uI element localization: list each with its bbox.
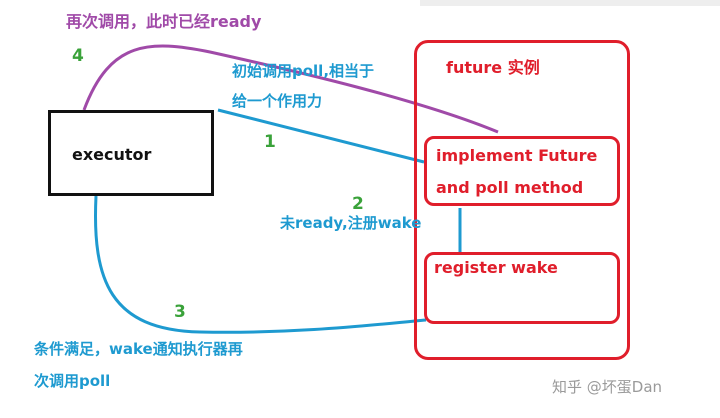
step2-label: 未ready,注册wake — [280, 214, 422, 232]
step1-label-line2: 给一个作用力 — [232, 92, 323, 110]
register-wake-box — [424, 252, 620, 324]
implement-line1-label: implement Future — [436, 146, 598, 165]
step3-label-line2: 次调用poll — [34, 372, 111, 390]
top-strip — [420, 0, 720, 6]
implement-line2-label: and poll method — [436, 178, 584, 197]
step2-number: 2 — [352, 194, 364, 214]
arrow-4-purple-curve — [82, 44, 499, 134]
step3-number: 3 — [174, 302, 186, 322]
step1-label-line1: 初始调用poll,相当于 — [232, 62, 375, 80]
arrow-1-blue-line — [217, 108, 425, 164]
register-wake-label: register wake — [434, 258, 558, 277]
step1-number: 1 — [264, 132, 276, 152]
step4-label: 再次调用，此时已经ready — [66, 12, 262, 31]
future-instance-box — [414, 40, 630, 360]
step4-number: 4 — [72, 46, 84, 66]
future-instance-label: future 实例 — [446, 58, 540, 77]
executor-label: executor — [72, 145, 152, 164]
executor-box — [48, 110, 214, 196]
implement-future-box — [424, 136, 620, 206]
arrow-3-blue-curve — [94, 195, 427, 334]
step3-label-line1: 条件满足，wake通知执行器再 — [34, 340, 243, 358]
watermark: 知乎 @坏蛋Dan — [552, 378, 663, 396]
